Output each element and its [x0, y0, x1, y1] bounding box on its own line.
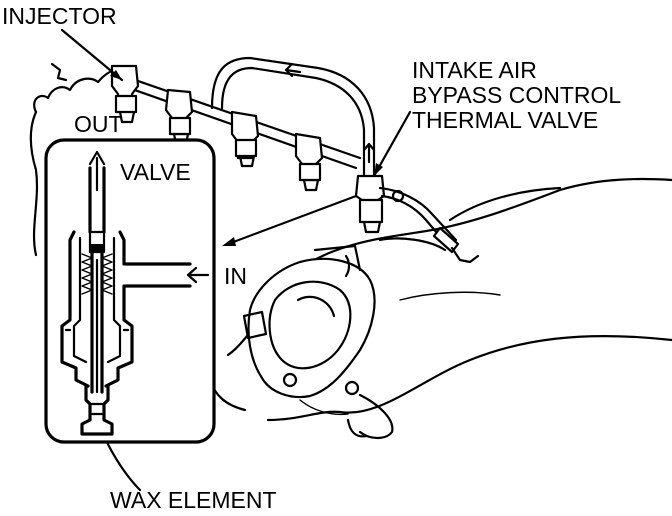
thermal-valve	[354, 174, 480, 264]
intake-manifold	[226, 177, 672, 440]
cross-section	[60, 150, 210, 436]
label-out: OUT	[74, 111, 123, 137]
label-intake-line1: INTAKE AIR	[412, 57, 537, 83]
inset-box	[44, 138, 216, 444]
label-intake-line3: THERMAL VALVE	[412, 107, 599, 133]
label-intake-line2: BYPASS CONTROL	[412, 82, 622, 108]
label-wax-element: WAX ELEMENT	[110, 487, 277, 513]
injector-2	[164, 88, 194, 146]
injector-3	[230, 110, 260, 168]
label-injector: INJECTOR	[2, 3, 117, 29]
label-in: IN	[224, 263, 247, 289]
label-valve: VALVE	[120, 159, 191, 185]
bypass-tube	[210, 56, 376, 178]
injector-4	[294, 132, 324, 192]
